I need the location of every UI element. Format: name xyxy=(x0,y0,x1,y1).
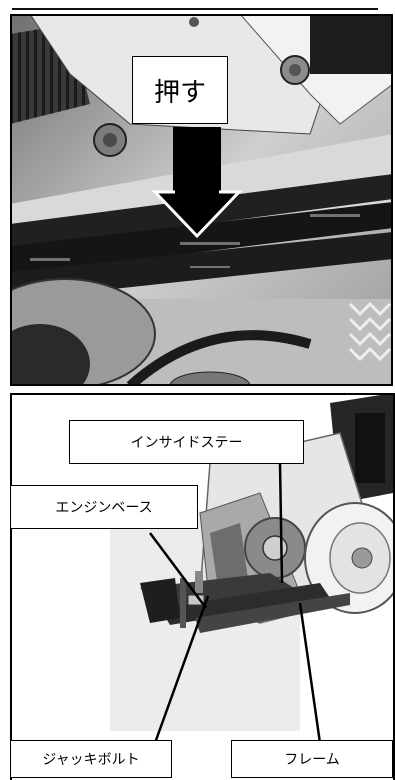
top-rule xyxy=(12,8,378,10)
jack-bolt-label: ジャッキボルト xyxy=(10,740,172,778)
push-arrow-icon xyxy=(151,127,243,239)
belt-photo xyxy=(10,14,393,386)
leader-lines xyxy=(148,462,322,744)
push-label: 押す xyxy=(132,56,228,124)
inside-stay-label: インサイドステー xyxy=(69,420,304,464)
engine-base-label: エンジンベース xyxy=(10,485,198,529)
frame-label: フレーム xyxy=(231,740,393,778)
